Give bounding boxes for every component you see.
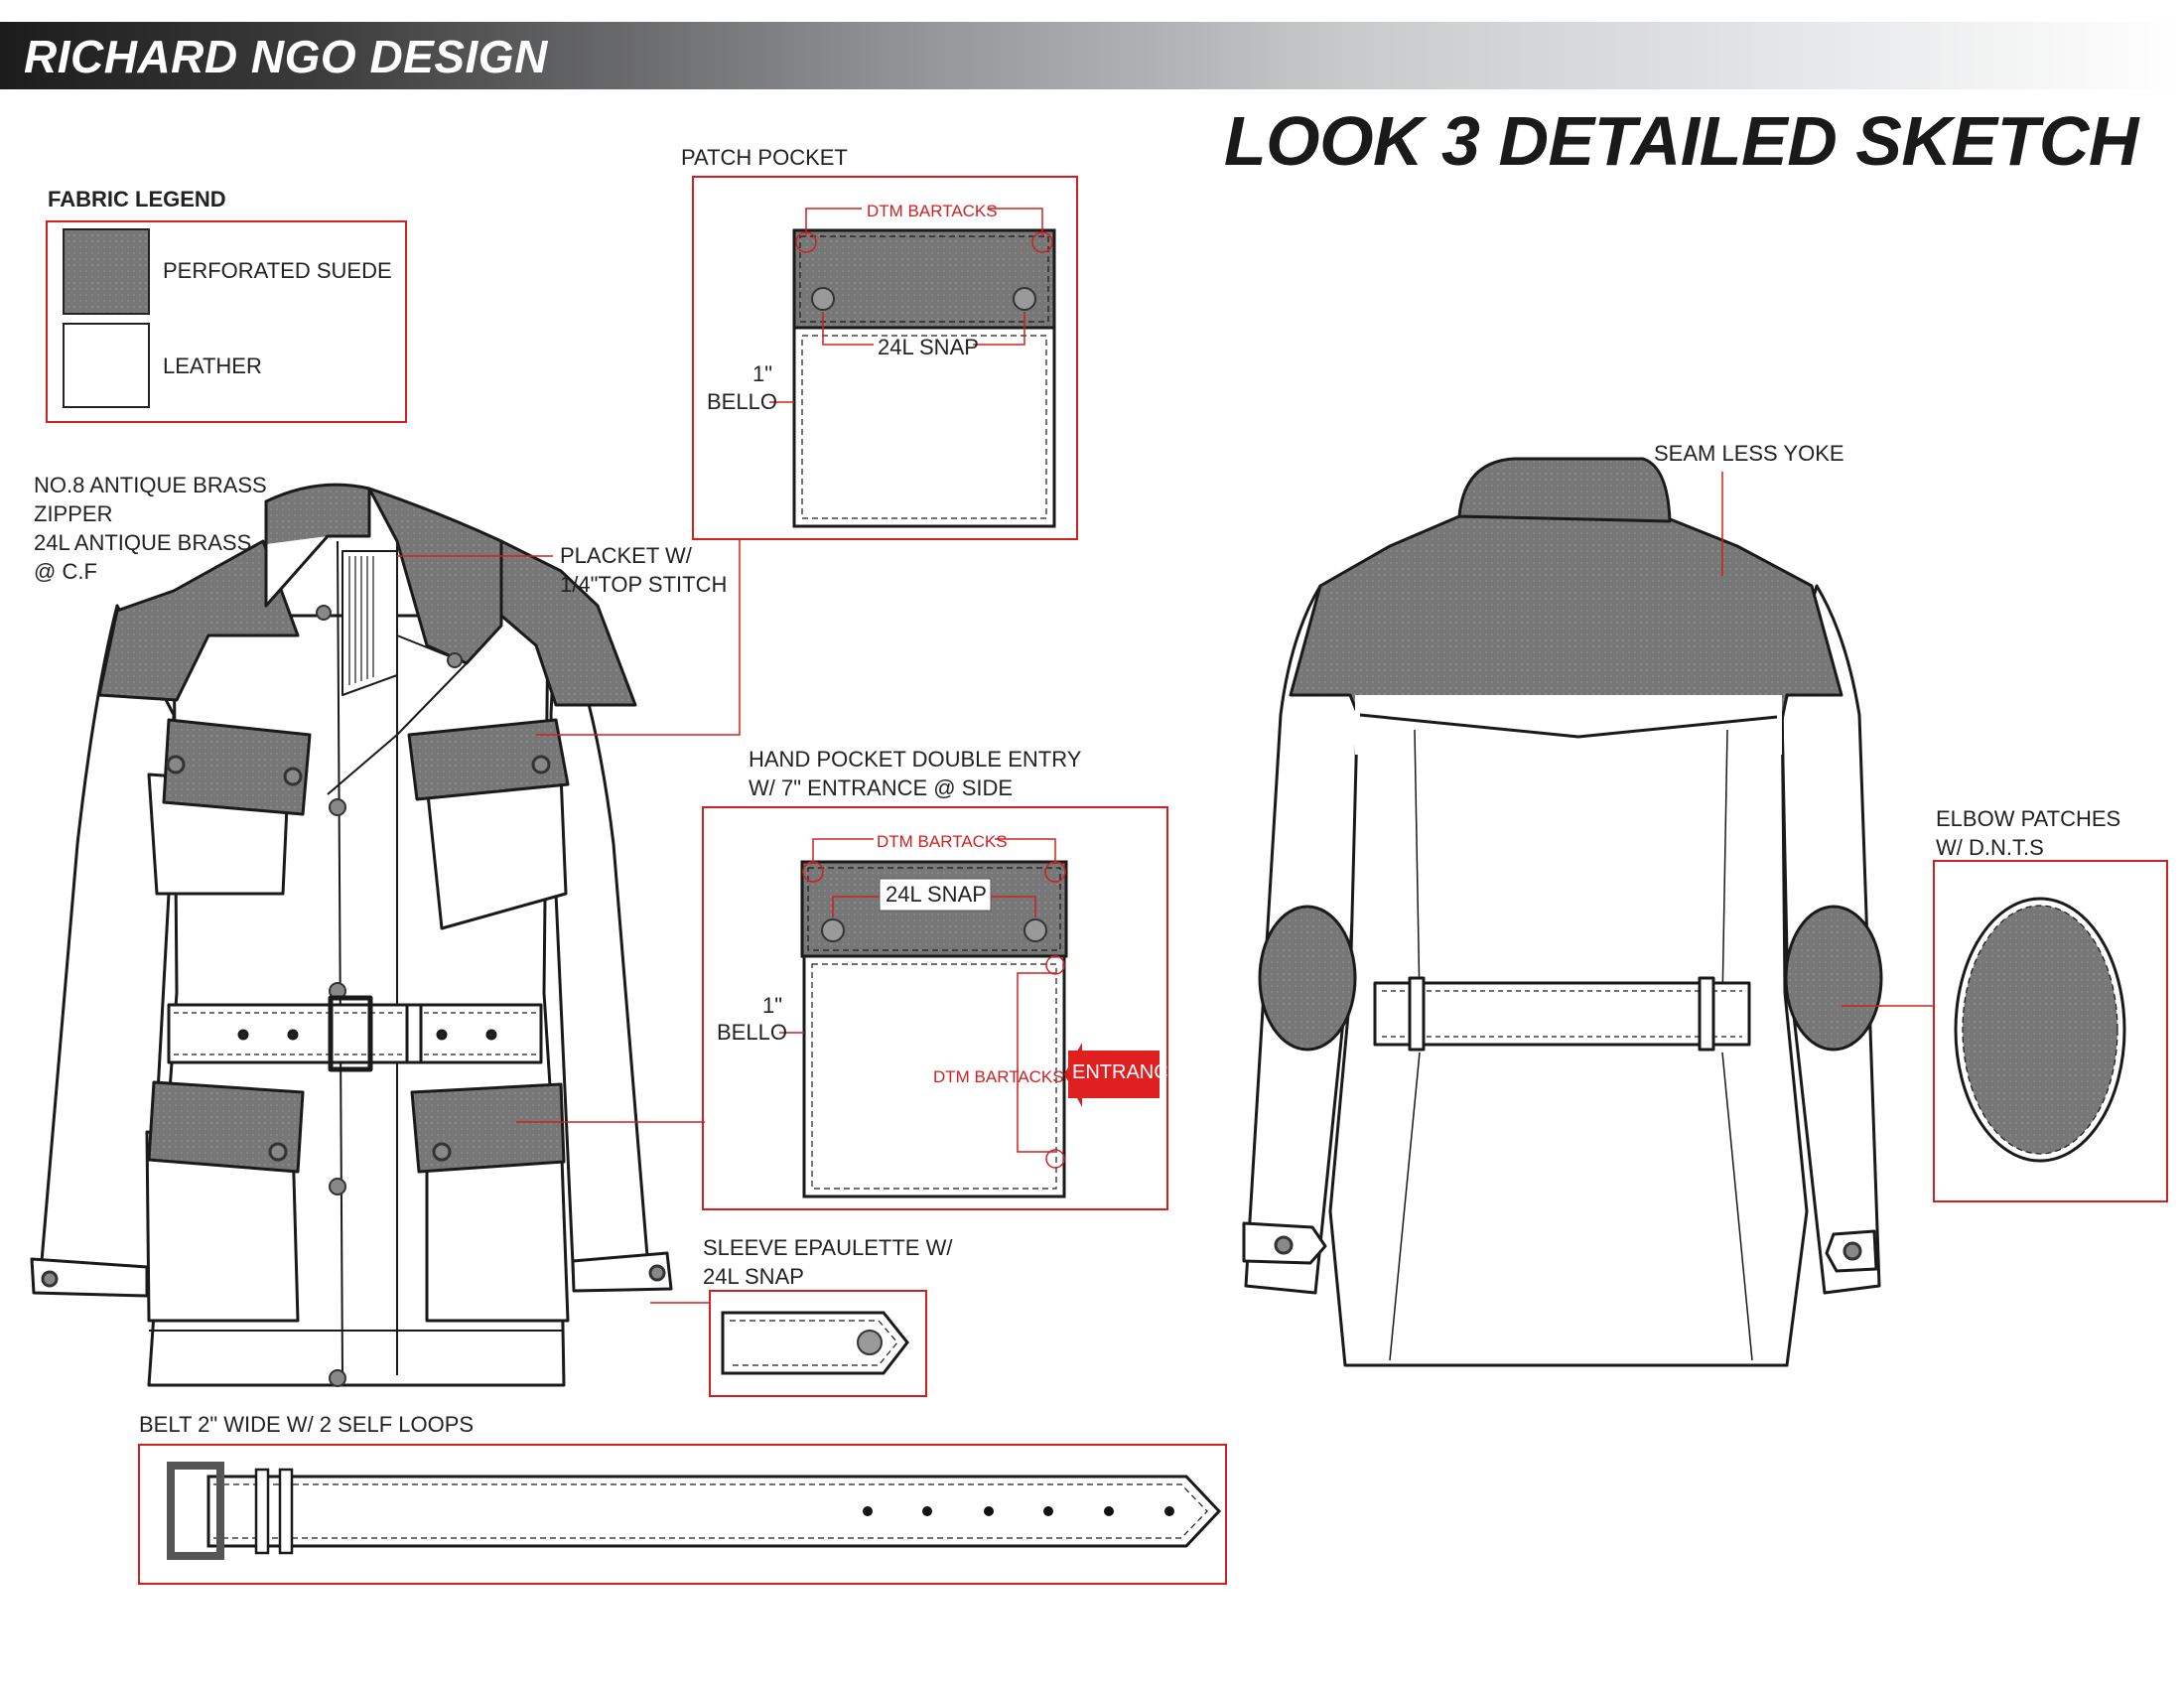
placket-callout-line-2: 1/4"TOP STITCH [560, 572, 728, 597]
patch-pocket-title: PATCH POCKET [681, 145, 848, 170]
patch-pocket-bartacks-label: DTM BARTACKS [867, 202, 998, 220]
sleeve-epaulette-line-1: SLEEVE EPAULETTE W/ [703, 1235, 953, 1260]
hand-pocket-snap-label: 24L SNAP [886, 882, 987, 907]
placket-callout-line-1: PLACKET W/ [560, 543, 692, 568]
elbow-patches-line-2: W/ D.N.T.S [1936, 835, 2044, 860]
zipper-callout-line-1: NO.8 ANTIQUE BRASS [34, 473, 267, 497]
fabric-legend-title: FABRIC LEGEND [48, 187, 226, 211]
belt-callout: BELT 2" WIDE W/ 2 SELF LOOPS [139, 1412, 475, 1437]
header-band [0, 22, 2184, 89]
page-title: LOOK 3 DETAILED SKETCH [1223, 102, 2139, 180]
hand-pocket-title-line-2: W/ 7" ENTRANCE @ SIDE [749, 775, 1014, 800]
patch-pocket-snap-label: 24L SNAP [878, 335, 979, 359]
legend-leather: LEATHER [163, 353, 262, 378]
hand-pocket-side-bartacks-label: DTM BARTACKS [933, 1067, 1064, 1086]
callout-leaders [397, 539, 741, 1304]
hand-pocket-bello-size: 1" [762, 993, 783, 1018]
brand-name: RICHARD NGO DESIGN [24, 31, 548, 82]
hand-pocket-bello-label: BELLO [717, 1020, 787, 1045]
zipper-callout-line-4: @ C.F [34, 559, 97, 584]
seamless-yoke-callout: SEAM LESS YOKE [1654, 441, 1844, 466]
hand-pocket-title-line-1: HAND POCKET DOUBLE ENTRY [749, 747, 1082, 772]
elbow-patches-line-1: ELBOW PATCHES [1936, 806, 2121, 831]
patch-pocket-bello-size: 1" [752, 361, 773, 386]
zipper-callout-line-3: 24L ANTIQUE BRASS [34, 530, 252, 555]
legend-perforated-suede: PERFORATED SUEDE [163, 258, 392, 283]
entrance-label: ENTRANCE [1072, 1061, 1182, 1083]
patch-pocket-detail [692, 176, 1078, 540]
belt-detail [138, 1444, 1227, 1585]
back-callout-leaders [1721, 472, 1934, 1007]
leather-swatch [63, 323, 150, 408]
patch-pocket-bello-label: BELLO [707, 389, 777, 414]
back-jacket-sketch [1242, 457, 1883, 1367]
hand-pocket-bartacks-label: DTM BARTACKS [877, 832, 1008, 851]
suede-swatch [63, 228, 150, 315]
fabric-legend-box [46, 220, 407, 423]
zipper-callout-line-2: ZIPPER [34, 501, 113, 526]
elbow-patch-detail [1933, 860, 2168, 1202]
sleeve-epaulette-line-2: 24L SNAP [703, 1264, 804, 1289]
hand-pocket-detail [702, 806, 1168, 1210]
front-jacket-sketch [30, 483, 673, 1387]
sleeve-epaulette-detail [709, 1290, 927, 1397]
